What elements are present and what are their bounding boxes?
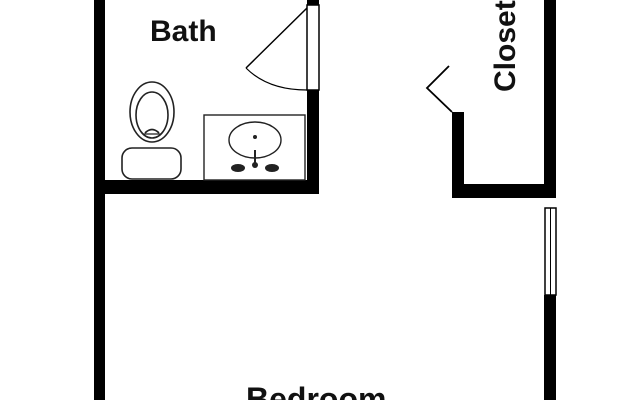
wall-closet-bottom [452,184,554,198]
toilet-icon [121,81,182,180]
closet-door [425,65,453,113]
wall-right-lower [544,295,556,400]
wall-right-upper [544,0,556,198]
wall-bath-right [307,90,319,194]
wall-bath-right-top [307,0,319,5]
room-label-closet: Closet [489,0,522,92]
window [544,207,557,296]
sink-icon [203,114,306,181]
room-label-bedroom: Bedroom [246,381,387,400]
room-label-bath: Bath [150,15,217,48]
wall-left-upper [94,0,105,190]
wall-closet-left [452,112,464,198]
wall-left-lower [94,190,105,400]
walls [94,0,556,400]
wall-bath-bottom [94,180,319,194]
bath-door [245,4,320,91]
